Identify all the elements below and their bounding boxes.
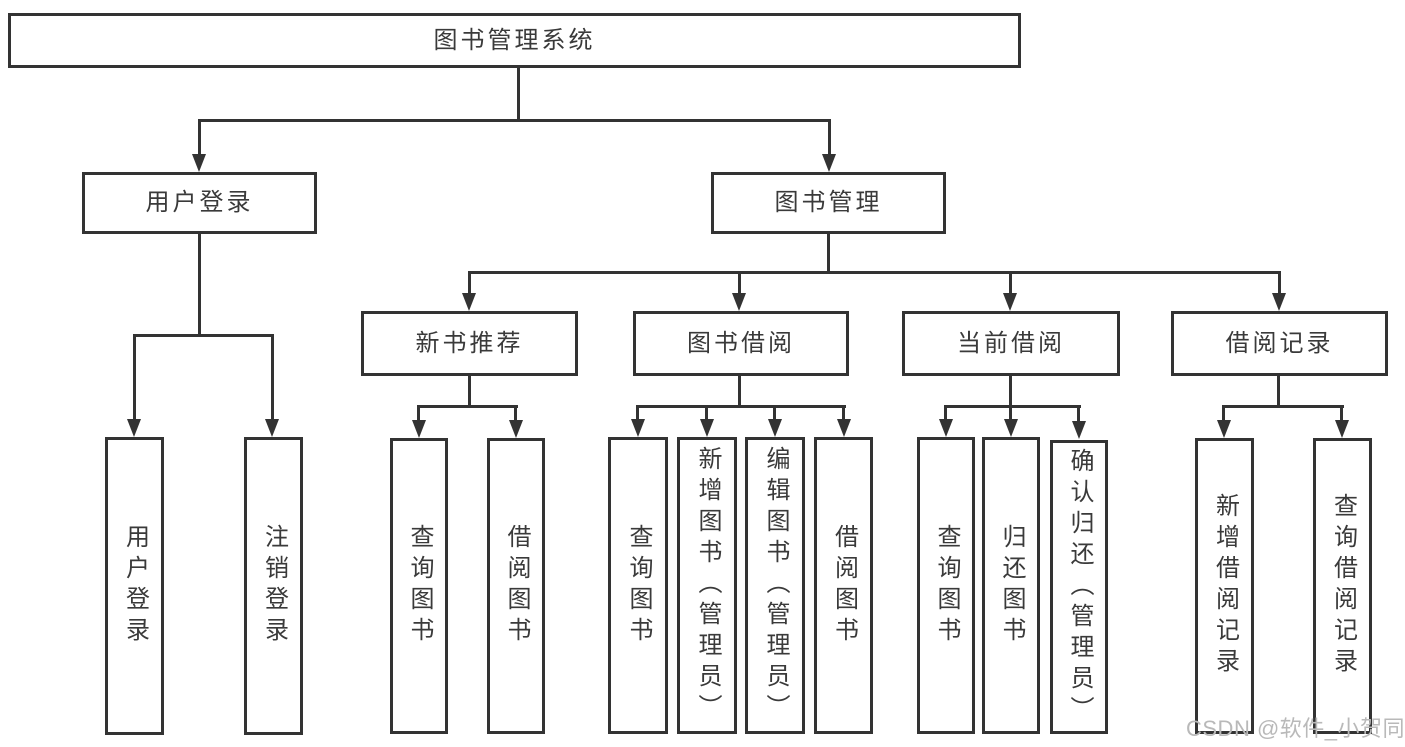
arrowhead-leaf-cb-return bbox=[1004, 419, 1018, 437]
edge-to-leaf-cb-return bbox=[1009, 405, 1012, 421]
arrowhead-leaf-bb-add bbox=[700, 419, 714, 437]
arrowhead-leaf-cb-confirm bbox=[1072, 421, 1086, 439]
edge-to-leaf-bb-edit bbox=[773, 405, 776, 421]
node-leaf-user-login: 用户登录 bbox=[105, 437, 164, 735]
edge-current-borrow-stem bbox=[1009, 376, 1012, 407]
edge-to-leaf-bb-query bbox=[636, 405, 639, 421]
node-leaf-nbr-borrow-books: 借阅图书 bbox=[487, 438, 545, 734]
node-book-management: 图书管理 bbox=[711, 172, 946, 234]
arrowhead-leaf-bb-borrow bbox=[837, 419, 851, 437]
node-leaf-br-add-record: 新增借阅记录 bbox=[1195, 438, 1254, 734]
arrowhead-leaf-bb-edit bbox=[768, 419, 782, 437]
arrowhead-leaf-br-query bbox=[1335, 420, 1349, 438]
edge-to-leaf-nbr-borrow bbox=[514, 405, 517, 421]
arrowhead-leaf-logout bbox=[265, 419, 279, 437]
node-root: 图书管理系统 bbox=[8, 13, 1021, 68]
arrowhead-current-borrow bbox=[1003, 293, 1017, 311]
node-leaf-bb-borrow-books: 借阅图书 bbox=[814, 437, 873, 734]
edge-to-leaf-bb-borrow bbox=[842, 405, 845, 421]
arrowhead-leaf-nbr-borrow bbox=[509, 420, 523, 438]
node-leaf-nbr-query-books: 查询图书 bbox=[390, 438, 448, 734]
edge-book-borrow-branch bbox=[636, 405, 846, 408]
edge-to-leaf-nbr-query bbox=[417, 405, 420, 421]
edge-to-leaf-cb-confirm bbox=[1077, 405, 1080, 421]
edge-to-borrow-records bbox=[1278, 271, 1281, 296]
edge-to-leaf-bb-add bbox=[705, 405, 708, 421]
arrowhead-leaf-user-login bbox=[127, 419, 141, 437]
arrowhead-leaf-bb-query bbox=[631, 419, 645, 437]
edge-borrow-records-branch bbox=[1222, 405, 1344, 408]
edge-new-book-recommend-branch bbox=[417, 405, 518, 408]
arrowhead-leaf-nbr-query bbox=[412, 420, 426, 438]
arrowhead-book-borrow bbox=[732, 293, 746, 311]
edge-book-management-stem bbox=[827, 233, 830, 274]
edge-book-borrow-stem bbox=[738, 376, 741, 407]
node-current-borrow: 当前借阅 bbox=[902, 311, 1120, 376]
edge-book-management-branch bbox=[468, 271, 1281, 274]
arrowhead-borrow-records bbox=[1272, 293, 1286, 311]
edge-to-book-management bbox=[828, 119, 831, 156]
node-leaf-bb-edit-books-admin: 编辑图书（管理员） bbox=[745, 437, 805, 734]
edge-root-branch bbox=[198, 119, 831, 122]
edge-to-book-borrow bbox=[738, 271, 741, 296]
edge-new-book-recommend-stem bbox=[468, 376, 471, 407]
node-leaf-bb-add-books-admin: 新增图书（管理员） bbox=[677, 437, 737, 734]
node-leaf-cb-return-books: 归还图书 bbox=[982, 437, 1040, 734]
arrowhead-leaf-cb-query bbox=[939, 419, 953, 437]
edge-to-leaf-cb-query bbox=[944, 405, 947, 421]
edge-root-stem bbox=[517, 66, 520, 122]
edge-user-login-stem bbox=[198, 233, 201, 336]
node-borrow-records: 借阅记录 bbox=[1171, 311, 1388, 376]
edge-to-leaf-br-query bbox=[1340, 405, 1343, 422]
node-leaf-logout: 注销登录 bbox=[244, 437, 303, 735]
edge-to-new-book-recommend bbox=[468, 271, 471, 296]
edge-to-leaf-logout bbox=[271, 334, 274, 420]
edge-borrow-records-stem bbox=[1277, 376, 1280, 407]
node-leaf-br-query-record: 查询借阅记录 bbox=[1313, 438, 1372, 734]
node-leaf-bb-query-books: 查询图书 bbox=[608, 437, 668, 734]
arrowhead-user-login bbox=[192, 154, 206, 172]
node-book-borrow: 图书借阅 bbox=[633, 311, 849, 376]
node-leaf-cb-confirm-return-admin: 确认归还（管理员） bbox=[1050, 440, 1108, 734]
edge-to-leaf-br-add bbox=[1222, 405, 1225, 422]
watermark: CSDN @软件_小贺同学 bbox=[1186, 716, 1405, 741]
node-user-login: 用户登录 bbox=[82, 172, 317, 234]
node-new-book-recommend: 新书推荐 bbox=[361, 311, 578, 376]
edge-to-leaf-user-login bbox=[133, 334, 136, 420]
edge-current-borrow-branch bbox=[944, 405, 1081, 408]
edge-to-current-borrow bbox=[1009, 271, 1012, 296]
edge-to-user-login bbox=[198, 119, 201, 156]
edge-user-login-branch bbox=[133, 334, 274, 337]
arrowhead-leaf-br-add bbox=[1217, 420, 1231, 438]
arrowhead-new-book-recommend bbox=[462, 293, 476, 311]
arrowhead-book-management bbox=[822, 154, 836, 172]
node-leaf-cb-query-books: 查询图书 bbox=[917, 437, 975, 734]
